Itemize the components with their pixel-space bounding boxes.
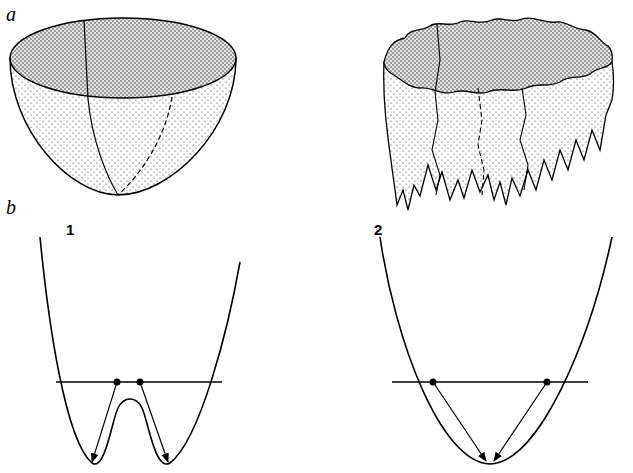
- smooth-funnel: [10, 18, 236, 195]
- single-well-potential: [380, 237, 612, 464]
- rugged-funnel: [384, 18, 614, 210]
- panel-number: 1: [66, 222, 74, 237]
- panel-number: 2: [374, 222, 382, 237]
- panel-letter: a: [6, 4, 16, 24]
- double-well-potential: [40, 237, 240, 464]
- panel-letter: b: [6, 197, 16, 217]
